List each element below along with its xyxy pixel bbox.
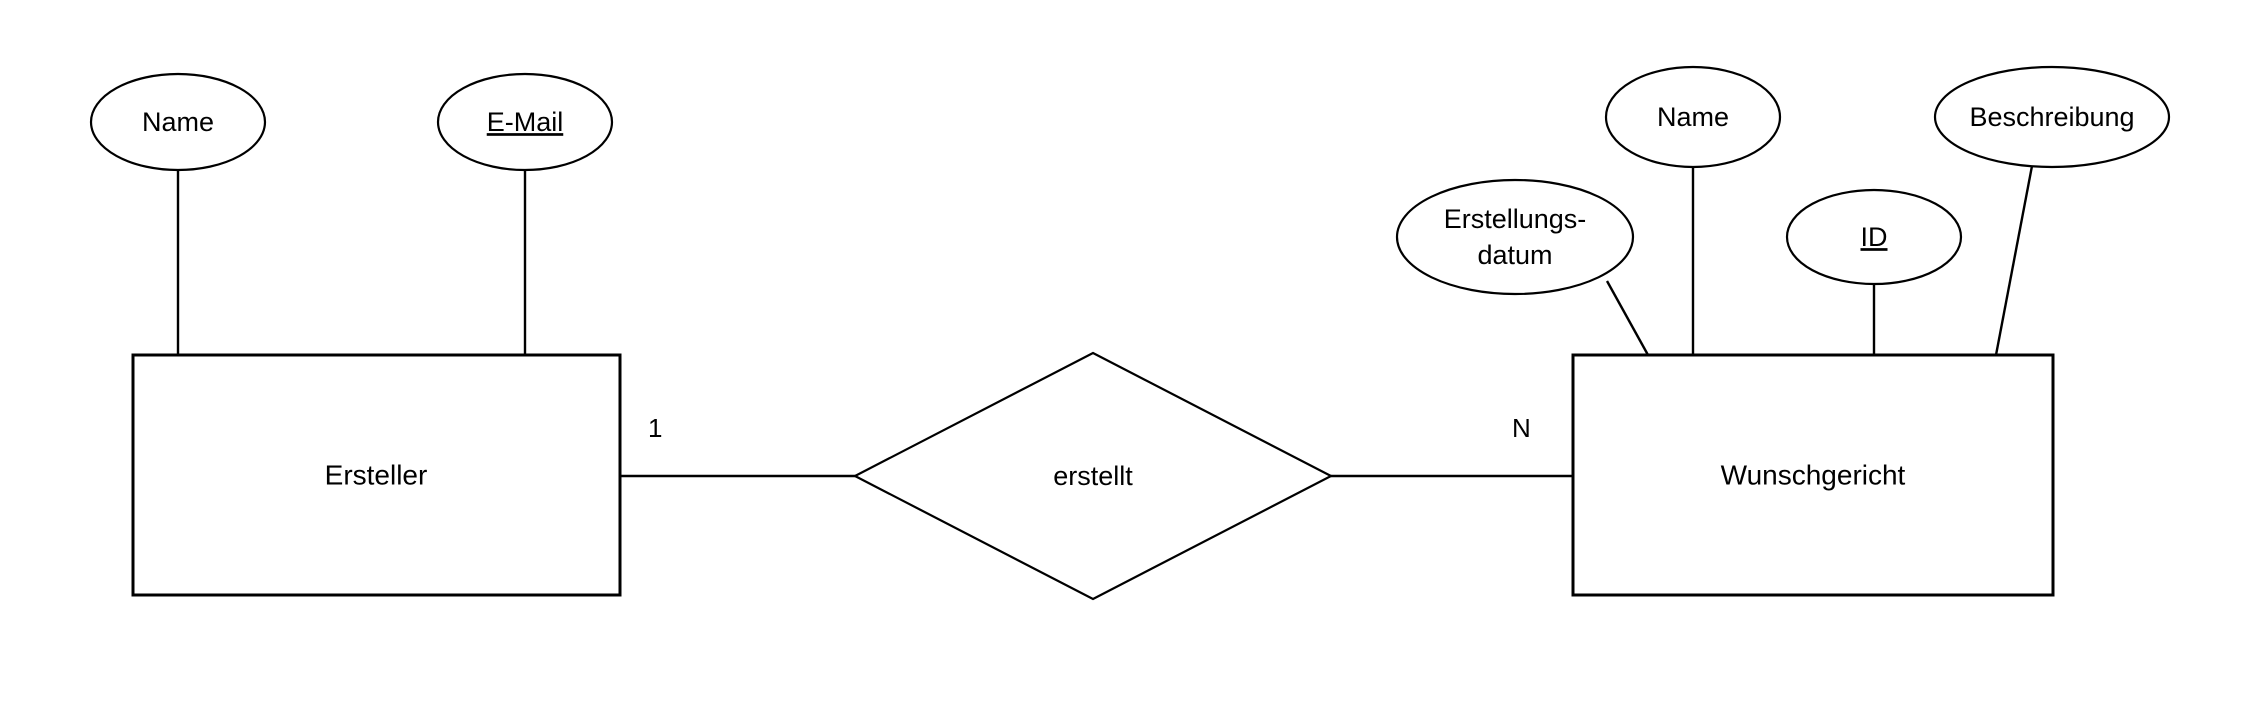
relationship-erstellt[interactable]: erstellt: [852, 351, 1334, 601]
attribute-wunschgericht-erstellungsdatum-label: Erstellungs-: [1444, 204, 1587, 234]
attribute-wunschgericht-name-label: Name: [1657, 102, 1729, 132]
connector-wunschgericht-erstellungsdatum: [1605, 280, 1650, 356]
attribute-wunschgericht-beschreibung-label: Beschreibung: [1969, 102, 2134, 132]
attribute-wunschgericht-erstellungsdatum-ellipse[interactable]: [1395, 178, 1635, 296]
entity-wunschgericht-box[interactable]: [1571, 353, 2055, 597]
attribute-wunschgericht-beschreibung-ellipse[interactable]: [1933, 65, 2171, 169]
attribute-wunschgericht-id[interactable]: ID: [1785, 188, 1963, 286]
attribute-wunschgericht-name-ellipse[interactable]: [1604, 65, 1782, 169]
attribute-wunschgericht-id-label: ID: [1861, 222, 1888, 252]
attribute-wunschgericht-erstellungsdatum-label-line2: datum: [1477, 240, 1552, 270]
connector-wunschgericht-beschreibung: [1994, 165, 2034, 356]
attribute-wunschgericht-name[interactable]: Name: [1604, 65, 1782, 169]
attribute-ersteller-name-label: Name: [142, 107, 214, 137]
cardinality-right-label: N: [1512, 413, 1531, 443]
entity-ersteller-label: Ersteller: [325, 459, 428, 490]
attribute-ersteller-email-label: E-Mail: [487, 107, 564, 137]
entity-wunschgericht[interactable]: Wunschgericht: [1571, 353, 2055, 597]
relationship-erstellt-diamond[interactable]: [852, 351, 1334, 601]
entity-wunschgericht-label: Wunschgericht: [1721, 459, 1906, 490]
attribute-ersteller-email-ellipse[interactable]: [436, 72, 614, 172]
attribute-connectors-wunschgericht: [1605, 165, 2034, 356]
relationship-erstellt-label: erstellt: [1053, 461, 1133, 491]
attribute-connectors-ersteller: [176, 170, 527, 355]
attribute-ersteller-name-ellipse[interactable]: [89, 72, 267, 172]
attribute-wunschgericht-erstellungsdatum[interactable]: Erstellungs- datum: [1395, 178, 1635, 296]
attribute-wunschgericht-id-ellipse[interactable]: [1785, 188, 1963, 286]
attribute-ersteller-name[interactable]: Name: [89, 72, 267, 172]
entity-ersteller[interactable]: Ersteller: [131, 353, 622, 597]
attribute-ersteller-email[interactable]: E-Mail: [436, 72, 614, 172]
attribute-wunschgericht-beschreibung[interactable]: Beschreibung: [1933, 65, 2171, 169]
cardinality-left-label: 1: [648, 413, 662, 443]
entity-ersteller-box[interactable]: [131, 353, 622, 597]
